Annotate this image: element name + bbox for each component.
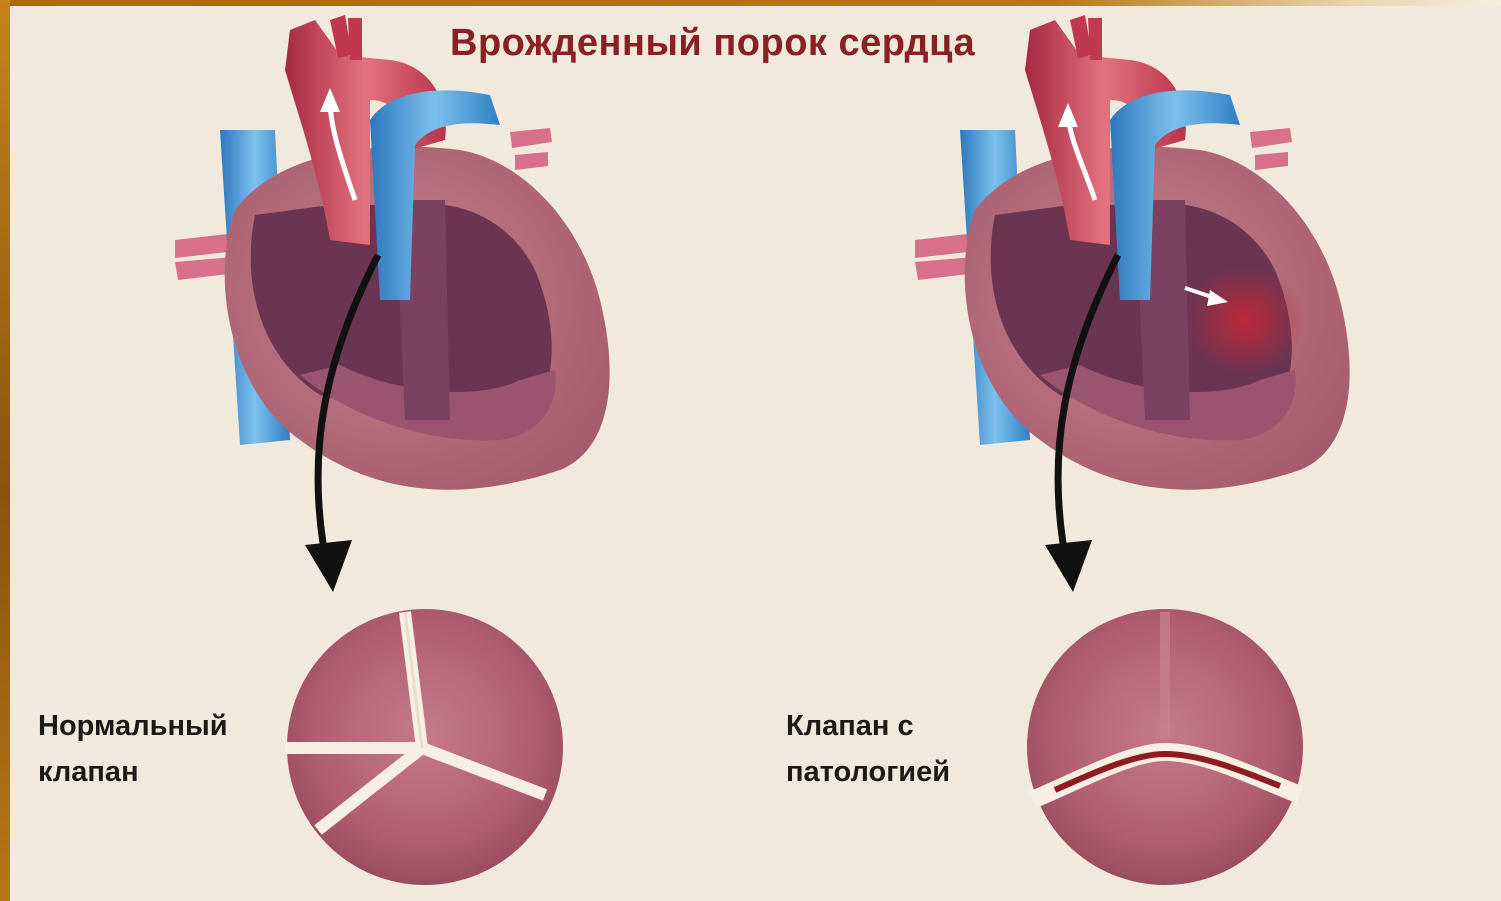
normal-valve-label-line1: Нормальный	[38, 703, 228, 749]
valve-normal-diagram	[285, 609, 563, 885]
page-title: Врожденный порок сердца	[450, 22, 1050, 65]
pathology-valve-label-line2: патологией	[786, 749, 950, 795]
heart-pathology-illustration	[915, 15, 1350, 592]
valve-pathology-diagram	[1027, 609, 1303, 885]
pathology-valve-label: Клапан с патологией	[786, 703, 950, 795]
pathology-valve-label-line1: Клапан с	[786, 703, 950, 749]
heart-normal-illustration	[175, 15, 610, 592]
normal-valve-label: Нормальный клапан	[38, 703, 228, 795]
normal-valve-label-line2: клапан	[38, 749, 228, 795]
